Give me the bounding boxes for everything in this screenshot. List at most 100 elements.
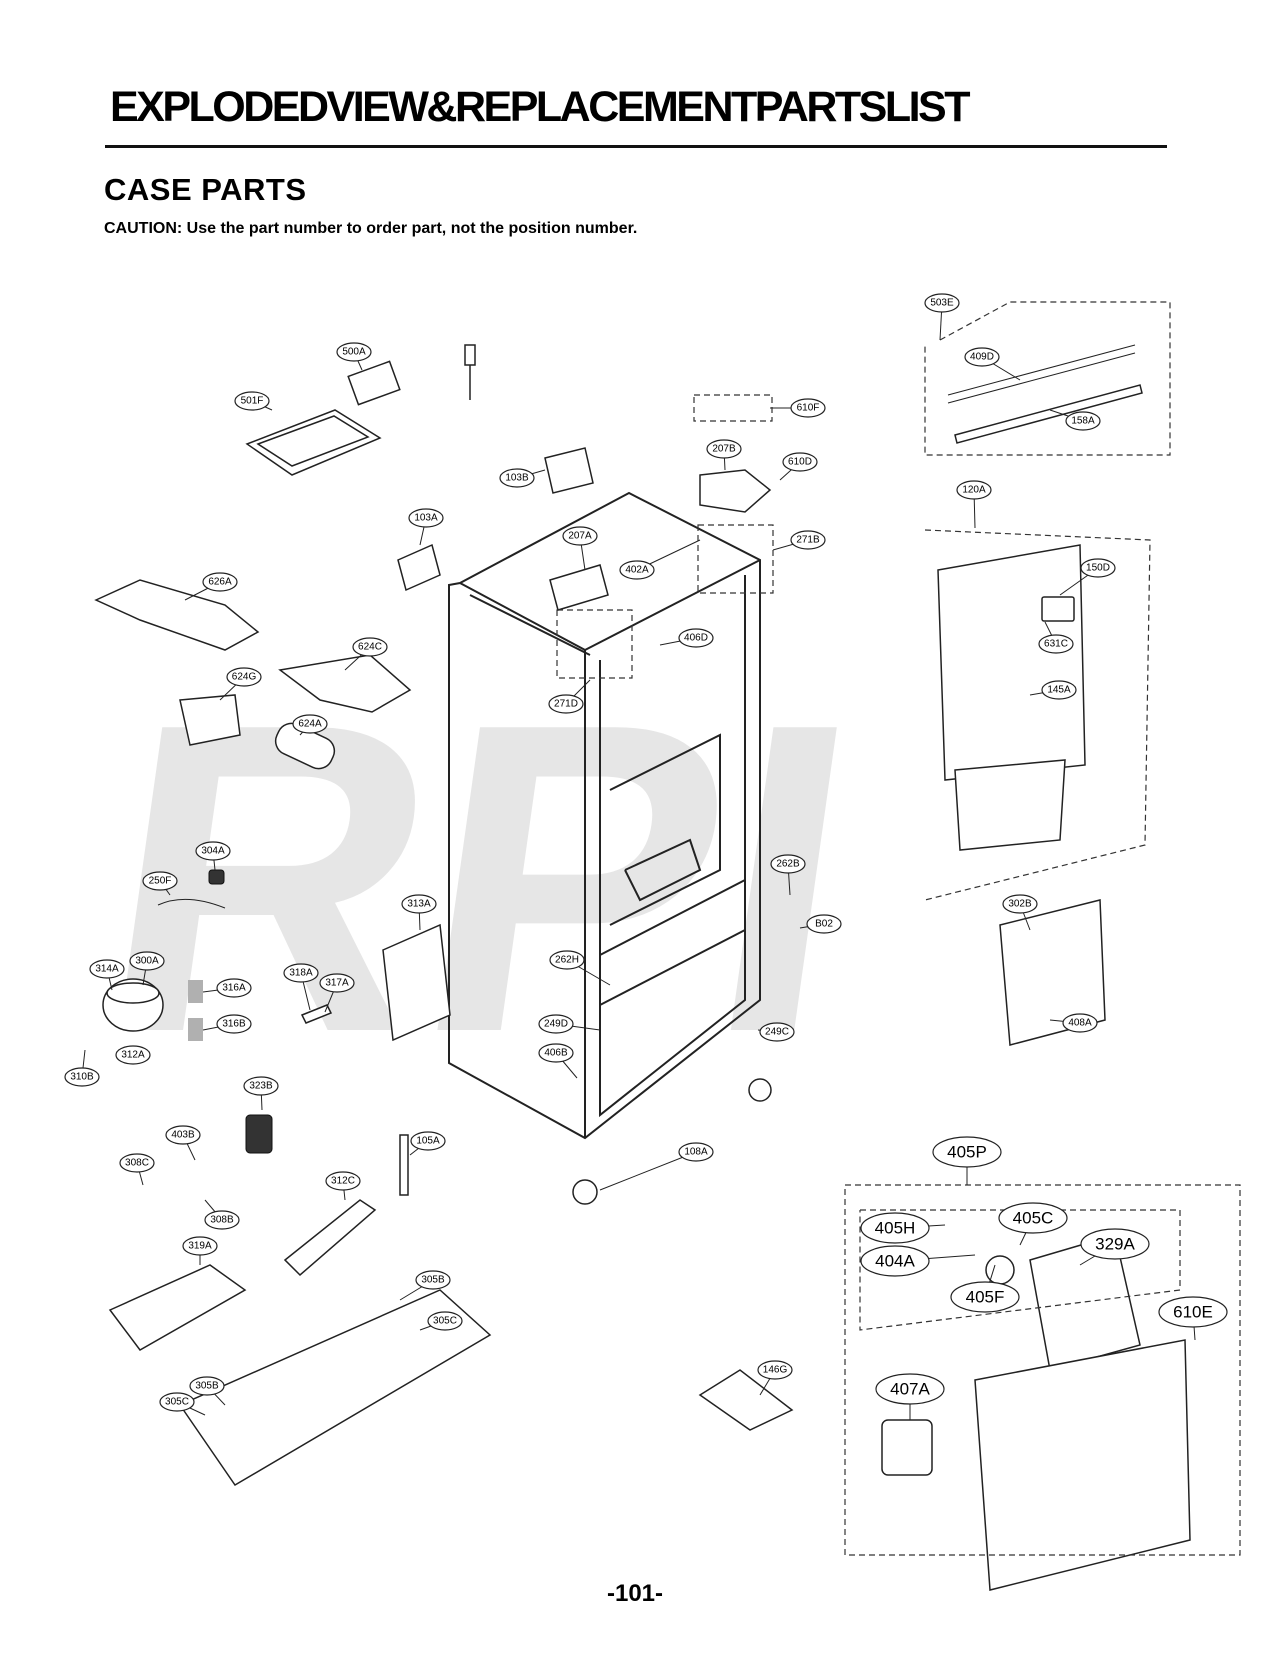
callout-oval (115, 1045, 151, 1065)
callout-406b: 406B (538, 1043, 574, 1063)
callout-305c-2: 305C (159, 1392, 195, 1412)
callout-oval (1062, 1013, 1098, 1033)
callout-label: 610D (788, 457, 812, 468)
callout-label: 312A (121, 1050, 145, 1061)
callout-262h: 262H (549, 950, 585, 970)
callout-oval (538, 1014, 574, 1034)
callout-label: 318A (289, 968, 313, 979)
callout-146g: 146G (757, 1360, 793, 1380)
callout-oval (759, 1022, 795, 1042)
callout-label: 310B (70, 1072, 94, 1083)
callout-308c: 308C (119, 1153, 155, 1173)
callout-145a: 145A (1041, 680, 1077, 700)
callout-oval (619, 560, 655, 580)
callout-103b: 103B (499, 468, 535, 488)
callout-404a: 404A (860, 1245, 930, 1277)
callout-403b: 403B (165, 1125, 201, 1145)
section-heading: CASE PARTS (104, 172, 307, 207)
callout-271d: 271D (548, 694, 584, 714)
callout-label: 624C (358, 642, 382, 653)
callout-oval (806, 914, 842, 934)
caution-note: CAUTION: Use the part number to order pa… (104, 220, 638, 237)
callout-oval (562, 526, 598, 546)
callout-label: 249D (544, 1019, 568, 1030)
callout-308b: 308B (204, 1210, 240, 1230)
callout-329a: 329A (1080, 1228, 1150, 1260)
callout-label: 624G (232, 672, 257, 683)
callout-label: 626A (208, 577, 232, 588)
callout-label: 631C (1044, 639, 1068, 650)
callout-label: 305B (195, 1381, 219, 1392)
callout-oval (119, 1153, 155, 1173)
callout-label: 313A (407, 899, 431, 910)
callout-oval (950, 1281, 1020, 1313)
callout-oval (408, 508, 444, 528)
callout-271b: 271B (790, 530, 826, 550)
callout-label: 271D (554, 699, 578, 710)
callout-oval (932, 1136, 1002, 1168)
callout-label: 323B (249, 1081, 273, 1092)
callout-label: 103B (505, 473, 529, 484)
callout-oval (336, 342, 372, 362)
title-underline (105, 145, 1167, 148)
page-title: EXPLODEDVIEW&REPLACEMENTPARTSLIST (110, 83, 970, 131)
callout-oval (352, 637, 388, 657)
callout-158a: 158A (1065, 411, 1101, 431)
callout-105a: 105A (410, 1131, 446, 1151)
callout-oval (89, 959, 125, 979)
callout-oval (1038, 634, 1074, 654)
leader-line-108a (599, 1151, 697, 1191)
callout-oval (204, 1210, 240, 1230)
callout-label: 317A (325, 978, 349, 989)
callout-label: 305B (421, 1275, 445, 1286)
callout-500a: 500A (336, 342, 372, 362)
callout-610e: 610E (1158, 1296, 1228, 1328)
callout-300a: 300A (129, 951, 165, 971)
callout-631c: 631C (1038, 634, 1074, 654)
callout-label: 503E (930, 298, 954, 309)
callout-oval (757, 1360, 793, 1380)
callout-oval (129, 951, 165, 971)
callout-316a: 316A (216, 978, 252, 998)
callout-label: 319A (188, 1241, 212, 1252)
callout-label: 302B (1008, 899, 1032, 910)
callout-409d: 409D (964, 347, 1000, 367)
callout-oval (924, 293, 960, 313)
callout-323b: 323B (243, 1076, 279, 1096)
callout-503e: 503E (924, 293, 960, 313)
callout-label: 404A (875, 1252, 915, 1271)
callout-label: 610F (797, 403, 820, 414)
callout-label: B02 (815, 919, 833, 930)
callout-oval (1158, 1296, 1228, 1328)
callout-label: 304A (201, 846, 225, 857)
callout-624g: 624G (226, 667, 262, 687)
callout-305c: 305C (427, 1311, 463, 1331)
callout-108a: 108A (678, 1142, 714, 1162)
callout-label: 145A (1047, 685, 1071, 696)
callout-408a: 408A (1062, 1013, 1098, 1033)
callout-310b: 310B (64, 1067, 100, 1087)
callout-405c: 405C (998, 1202, 1068, 1234)
callout-label: 316A (222, 983, 246, 994)
callout-label: 406B (544, 1048, 568, 1059)
callout-label: 314A (95, 964, 119, 975)
callout-402a: 402A (619, 560, 655, 580)
callout-label: 262H (555, 955, 579, 966)
callout-407a: 407A (875, 1373, 945, 1405)
callout-oval (549, 950, 585, 970)
callout-249c: 249C (759, 1022, 795, 1042)
callout-label: 207A (568, 531, 592, 542)
callout-label: 105A (416, 1136, 440, 1147)
callout-oval (64, 1067, 100, 1087)
callout-label: 308C (125, 1158, 149, 1169)
callout-305b-2: 305B (189, 1376, 225, 1396)
callout-oval (790, 530, 826, 550)
callout-oval (548, 694, 584, 714)
cabinet-drawing (448, 491, 761, 1140)
page-number: -101- (606, 1580, 664, 1607)
callout-label: 501F (241, 396, 264, 407)
callout-501f: 501F (234, 391, 270, 411)
callout-oval (202, 572, 238, 592)
callout-319a: 319A (182, 1236, 218, 1256)
